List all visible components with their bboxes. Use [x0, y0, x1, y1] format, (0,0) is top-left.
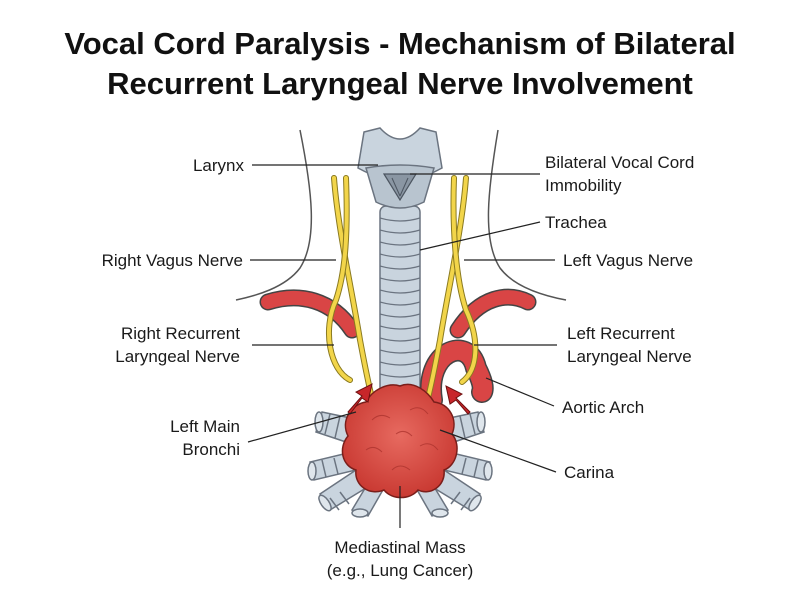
label-larynx: Larynx [193, 156, 245, 175]
compression-arrow-right [347, 383, 373, 415]
title-line-1: Vocal Cord Paralysis - Mechanism of Bila… [64, 26, 736, 61]
label-right-rln-line-2: Laryngeal Nerve [115, 347, 240, 366]
compression-arrow-left [445, 385, 471, 415]
vocal-cords [382, 173, 418, 202]
label-left-rln-line-2: Laryngeal Nerve [567, 347, 692, 366]
label-right-rln-line-1: Right Recurrent [121, 324, 240, 343]
nerves [326, 175, 479, 401]
larynx [357, 127, 443, 209]
title-line-2: Recurrent Laryngeal Nerve Involvement [107, 66, 693, 101]
label-carina: Carina [564, 463, 615, 482]
label-left-rln-line-1: Left Recurrent [567, 324, 675, 343]
label-left-main-bronchi-line-2: Bronchi [182, 440, 240, 459]
label-left-main-bronchi-line-1: Left Main [170, 417, 240, 436]
label-trachea: Trachea [545, 213, 607, 232]
label-vocal-cord-line-2: Immobility [545, 176, 622, 195]
label-right-vagus-nerve: Right Vagus Nerve [102, 251, 243, 270]
label-mass-line-1: Mediastinal Mass [334, 538, 465, 557]
label-aortic-arch: Aortic Arch [562, 398, 644, 417]
leader-lines [247, 164, 557, 528]
diagram-title: Vocal Cord Paralysis - Mechanism of Bila… [0, 24, 800, 104]
label-mass-line-2: (e.g., Lung Cancer) [327, 561, 473, 580]
label-vocal-cord-line-1: Bilateral Vocal Cord [545, 153, 694, 172]
neck-outline-left [235, 129, 313, 301]
label-left-vagus-nerve: Left Vagus Nerve [563, 251, 693, 270]
